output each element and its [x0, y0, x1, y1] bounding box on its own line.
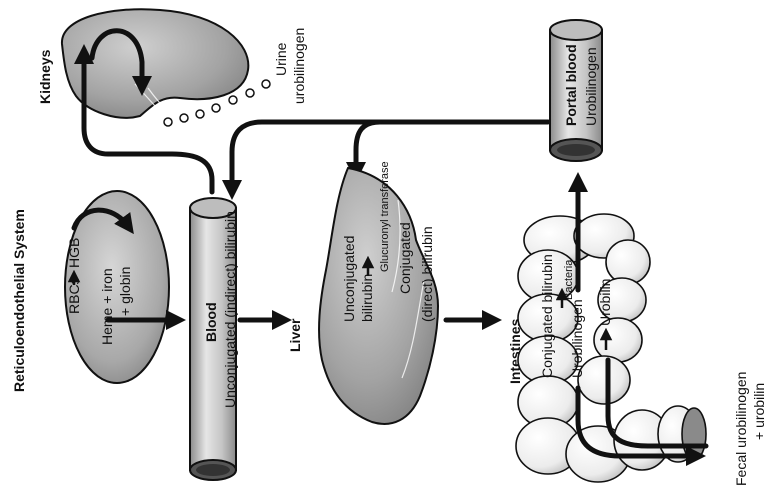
rbcs-label: RBCs: [66, 277, 82, 314]
liver-conjugated-label: Conjugated: [397, 222, 413, 294]
res-cell: [64, 190, 170, 384]
portal-blood-vessel: [549, 19, 603, 162]
kidney-organ: [60, 8, 250, 121]
portal-urobilinogen-label: Urobilinogen: [583, 47, 599, 126]
heme-iron-label: Heme + iron: [99, 268, 115, 345]
liver-unconjugated-label: Unconjugated: [341, 236, 357, 322]
liver-bilirubin-label: bilirubin: [359, 274, 375, 322]
liver-label: Liver: [287, 318, 303, 352]
glucuronyl-transferase-label: Glucuronyl transferase: [379, 161, 391, 272]
liver-organ: [318, 166, 440, 425]
urine-urobilinogen-label: urobilinogen: [291, 28, 307, 104]
kidney-inner-arrow: [89, 28, 152, 96]
urobilin-label: Urobilin: [597, 279, 613, 326]
urine-drops: [163, 79, 271, 127]
res-title: Reticuloendothelial System: [11, 209, 27, 392]
portal-to-blood-arrow: [222, 119, 551, 200]
globin-label: + globin: [117, 267, 133, 316]
urine-label: Urine: [273, 42, 289, 76]
blood-bilirubin-label: Unconjugated (indirect) bilirubin: [222, 211, 238, 408]
hgb-label: HGB: [66, 238, 82, 268]
bacteria-label: Bacteria: [563, 259, 575, 300]
fecal-urobilinogen-label: Fecal urobilinogen: [733, 372, 749, 486]
fecal-urobilinogen-arrow: [575, 385, 706, 466]
fecal-urobilin-label: + urobilin: [751, 383, 767, 440]
hgb-cycle-arrow: [71, 207, 134, 235]
fecal-urobilin-arrow: [605, 357, 709, 449]
portal-blood-title: Portal blood: [563, 44, 579, 126]
intestine-urobilinogen-label: Urobilinogen: [569, 299, 585, 378]
liver-direct-bilirubin-label: (direct) bilirubin: [419, 226, 435, 322]
kidneys-label: Kidneys: [37, 49, 53, 104]
blood-title: Blood: [203, 302, 219, 342]
intestine-conjugated-label: Conjugated bilirubin: [539, 254, 555, 378]
portal-to-liver-arrow: [346, 119, 383, 182]
blood-to-kidneys-arrow: [74, 44, 215, 195]
blood-vessel: [189, 197, 237, 481]
